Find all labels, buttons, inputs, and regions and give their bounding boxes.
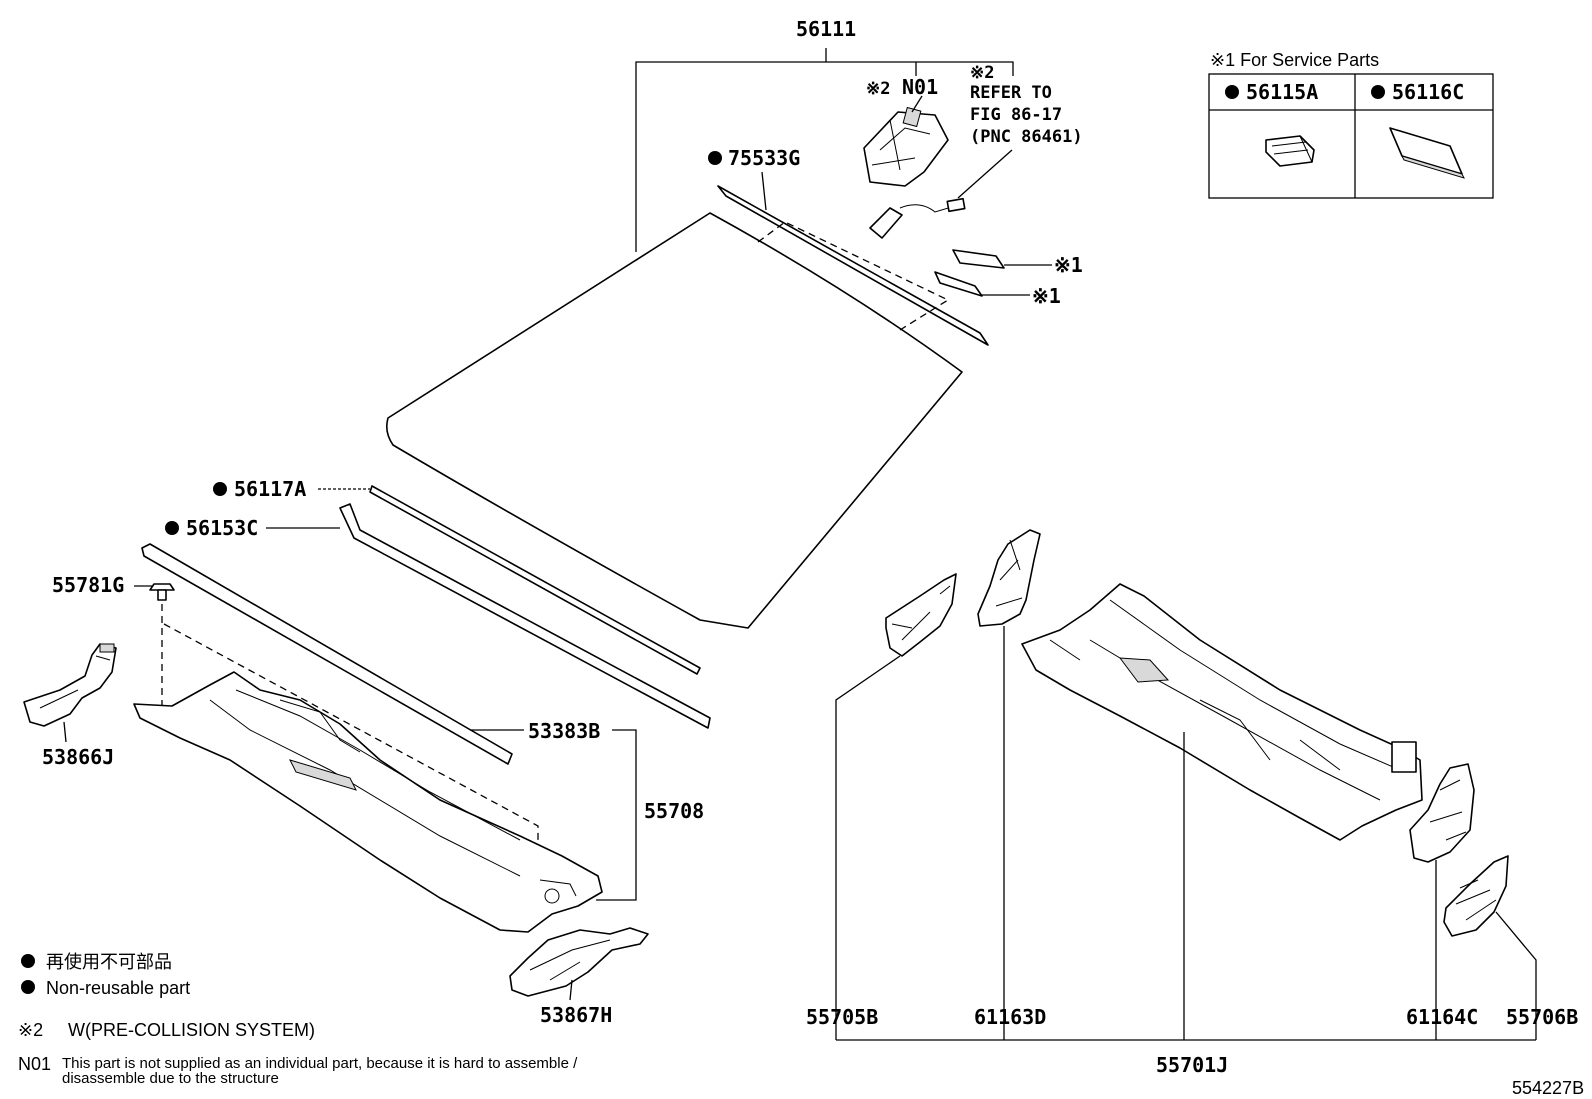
leader-55708 <box>596 729 637 901</box>
legend-jp-text: 再使用不可部品 <box>46 952 172 972</box>
refer-line-1: REFER TO <box>970 83 1052 103</box>
legend: 再使用不可部品 Non-reusable part ※2 W(PRE-COLLI… <box>18 952 578 1087</box>
leader-53867h <box>569 979 573 1001</box>
legend-dot-jp <box>21 954 35 968</box>
top-molding-75533g <box>717 185 989 346</box>
non-reusable-dot-56116c <box>1371 85 1385 99</box>
label-mark2-n01: ※2 <box>866 79 890 99</box>
label-mark1-a: ※1 <box>1054 253 1083 277</box>
service-parts-box: ※1 For Service Parts 56115A 56116C <box>1208 50 1494 199</box>
bracket-61163d <box>977 529 1041 627</box>
service-pad-1 <box>952 249 1005 269</box>
label-56117a: 56117A <box>234 477 306 501</box>
leader-53866j <box>63 721 67 743</box>
non-reusable-dot-56153c <box>165 521 179 535</box>
label-n01: N01 <box>902 75 938 99</box>
label-56116c: 56116C <box>1392 80 1464 104</box>
clip-55781g <box>149 583 175 601</box>
bracket-61164c <box>1409 763 1475 863</box>
label-53383b: 53383B <box>528 719 600 743</box>
legend-dot-en <box>21 980 35 994</box>
dashed-sensor-area <box>757 221 950 331</box>
refer-mark: ※2 <box>970 63 994 83</box>
label-61164c: 61164C <box>1406 1005 1478 1029</box>
label-55701j: 55701J <box>1156 1053 1228 1077</box>
n01-line-1: This part is not supplied as an individu… <box>62 1055 578 1072</box>
weatherstrip-56153c <box>339 503 711 729</box>
legend-en-text: Non-reusable part <box>46 978 190 998</box>
label-61163d: 61163D <box>974 1005 1046 1029</box>
n01-mark: N01 <box>18 1054 51 1074</box>
sensor-bracket-n01 <box>863 106 949 187</box>
part-56115a-drawing <box>1265 135 1315 167</box>
non-reusable-dot-56117a <box>213 482 227 496</box>
leader-refer <box>957 149 1013 199</box>
n01-line-2: disassemble due to the structure <box>62 1070 279 1087</box>
seal-53383b <box>141 543 513 765</box>
label-mark1-b: ※1 <box>1032 284 1061 308</box>
label-53866j: 53866J <box>42 745 114 769</box>
refer-line-3: (PNC 86461) <box>970 127 1083 147</box>
note2-mark: ※2 <box>18 1020 43 1040</box>
part-56116c-drawing <box>1389 127 1465 179</box>
label-75533g: 75533G <box>728 146 800 170</box>
dash-panel-55701j <box>1021 583 1423 841</box>
service-pad-2 <box>934 271 983 297</box>
non-reusable-dot-56115a <box>1225 85 1239 99</box>
non-reusable-dot-75533g <box>708 151 722 165</box>
label-56111: 56111 <box>796 17 856 41</box>
figure-id: 554227B <box>1512 1078 1584 1098</box>
dam-56117a <box>369 485 701 675</box>
leader-56111 <box>635 48 1014 252</box>
label-53867h: 53867H <box>540 1003 612 1027</box>
bracket-55706b <box>1443 855 1509 937</box>
label-56153c: 56153C <box>186 516 258 540</box>
refer-line-2: FIG 86-17 <box>970 105 1062 125</box>
bracket-55705b <box>885 573 957 657</box>
sensor-harness <box>869 197 966 239</box>
leader-75533g <box>761 171 767 211</box>
cowl-top-55708 <box>133 671 603 933</box>
windshield-glass <box>386 212 963 629</box>
label-56115a: 56115A <box>1246 80 1318 104</box>
note2-text: W(PRE-COLLISION SYSTEM) <box>68 1020 315 1040</box>
label-55705b: 55705B <box>806 1005 878 1029</box>
service-box-title: ※1 For Service Parts <box>1210 50 1379 70</box>
label-55781g: 55781G <box>52 573 124 597</box>
duct-53866j <box>23 643 117 727</box>
leader-55705b <box>835 655 901 1040</box>
label-55708: 55708 <box>644 799 704 823</box>
leader-55706b <box>1495 911 1537 1040</box>
label-55706b: 55706B <box>1506 1005 1578 1029</box>
duct-53867h <box>509 927 649 997</box>
leader-n01 <box>911 95 923 113</box>
